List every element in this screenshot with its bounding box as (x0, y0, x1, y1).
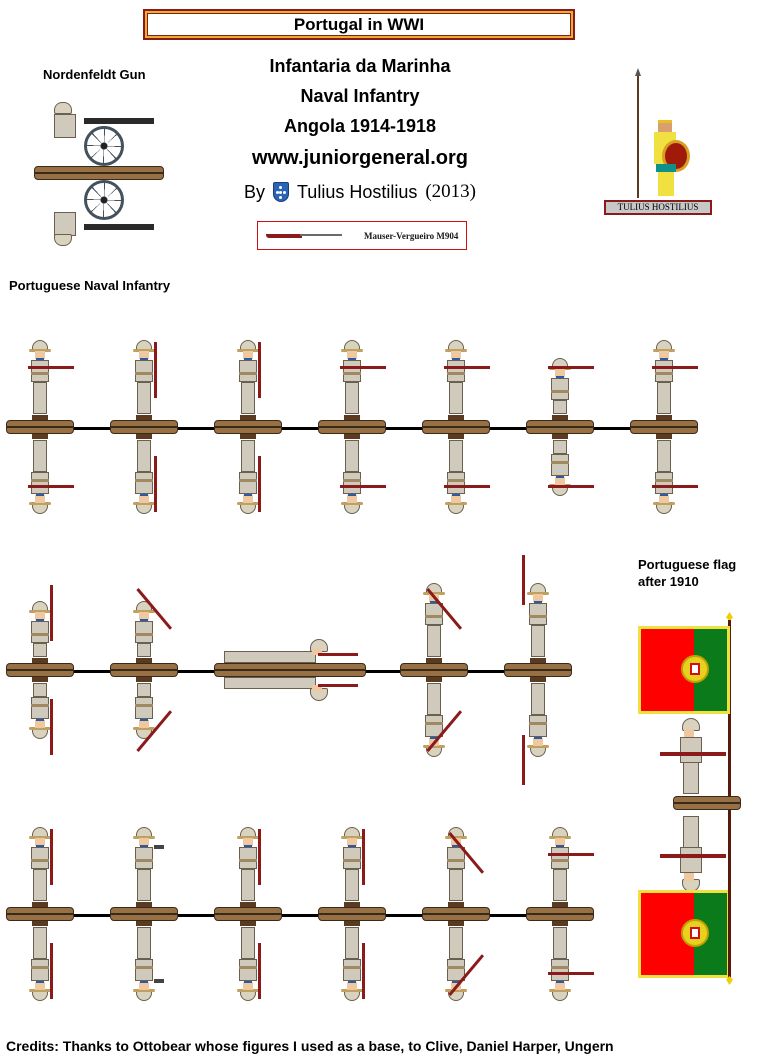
rifle-icon (266, 233, 342, 239)
armillary-sphere-icon (681, 655, 709, 683)
rifle-legend: Mauser-Vergueiro M904 (257, 221, 467, 250)
figure-base (526, 907, 594, 921)
soldier-figure-charging (644, 336, 698, 420)
soldier-figure-shoulder-arms-reflected (124, 434, 164, 518)
figure-base (110, 663, 178, 677)
soldier-figure-aiming-standing-reflected (20, 434, 74, 518)
soldier-figure-rifle-raised (518, 555, 558, 663)
soldier-figure-slope-arms (436, 823, 485, 907)
flag-label-line-1: Portuguese flag (638, 557, 737, 572)
figure-base (318, 420, 386, 434)
soldier-figure-kneeling-aiming (540, 336, 594, 420)
flag-finial-top-icon (726, 612, 733, 621)
figure-base (6, 663, 74, 677)
flag-bearer-figure-reflected (660, 812, 728, 892)
flag-bearer-base (673, 796, 741, 810)
soldier-figure-bugler-reflected (414, 677, 463, 761)
soldier-figure-port-arms-reflected (436, 434, 490, 518)
figure-base (422, 907, 490, 921)
figure-base (526, 420, 594, 434)
page-title: Portugal in WWI (293, 14, 425, 34)
soldier-figure-advancing-reflected (332, 434, 386, 518)
nordenfeldt-gun-label: Nordenfeldt Gun (43, 67, 146, 82)
soldier-figure-officer-pointing-reflected (228, 921, 268, 1005)
soldier-figure-ready-reflected (540, 921, 594, 1005)
author-year: (2013) (425, 181, 477, 202)
credits-text: Credits: Thanks to Ottobear whose figure… (6, 1038, 614, 1054)
flag-section-label: Portuguese flag after 1910 (638, 556, 736, 590)
soldier-figure-advancing (332, 336, 386, 420)
author-badge-plate: TULIUS HOSTILIUS (604, 200, 712, 215)
soldier-figure-kneeling-rifle-upright (20, 579, 60, 663)
soldier-figure-kneeling-rifle-diagonal-reflected (124, 677, 173, 761)
author-line: By Tulius Hostilius (2013) (200, 181, 520, 203)
flag-label-line-2: after 1910 (638, 574, 699, 589)
soldier-figure-bugler (414, 579, 463, 663)
flag-pole (728, 620, 731, 882)
soldier-figure-raised-fist-reflected (228, 434, 268, 518)
soldier-figure-ready (540, 823, 594, 907)
figure-base (318, 907, 386, 921)
figure-base (110, 420, 178, 434)
soldier-figure-port-arms (436, 336, 490, 420)
soldier-figure-attention (20, 823, 60, 907)
row-3-fold-line (6, 914, 594, 917)
figure-base (214, 907, 282, 921)
soldier-figure-kneeling-rifle-diagonal (124, 579, 173, 663)
soldier-figure-charging-reflected (644, 434, 698, 518)
by-label: By (243, 181, 265, 202)
subtitle-portuguese: Infantaria da Marinha (269, 56, 451, 76)
portuguese-shield-icon (272, 182, 289, 202)
portuguese-flag-bottom (638, 890, 730, 978)
figure-base (422, 420, 490, 434)
figure-base (504, 663, 572, 677)
infantry-section-label: Portuguese Naval Infantry (9, 278, 171, 293)
soldier-figure-officer-pistol (124, 823, 164, 907)
portuguese-flag-top (638, 626, 730, 714)
soldier-figure-prone-aiming (224, 633, 358, 663)
soldier-figure-officer-pointing (228, 823, 268, 907)
spearman-icon (604, 68, 712, 200)
soldier-figure-prone-aiming-reflected (224, 677, 358, 707)
author-name: Tulius Hostilius (296, 181, 418, 202)
soldier-figure-kneeling-aiming-reflected (540, 434, 594, 518)
soldier-figure-raised-fist (228, 336, 268, 420)
soldier-figure-shoulder-arms (124, 336, 164, 420)
soldier-figure-slope-arms-reflected (436, 921, 485, 1005)
figure-base (400, 663, 468, 677)
theater-years: Angola 1914-1918 (283, 116, 437, 136)
soldier-figure-greatcoat-reflected (332, 921, 372, 1005)
flag-bearer-figure (660, 718, 728, 798)
soldier-figure-attention-reflected (20, 921, 60, 1005)
figure-base (214, 663, 366, 677)
soldier-figure-greatcoat (332, 823, 372, 907)
flag-pole-lower (728, 882, 731, 978)
soldier-figure-officer-pistol-reflected (124, 921, 164, 1005)
subtitle-english: Naval Infantry (300, 86, 420, 106)
figure-base (6, 907, 74, 921)
website-link[interactable]: www.juniorgeneral.org (252, 147, 468, 169)
figure-base (6, 420, 74, 434)
page-title-box: Portugal in WWI (143, 9, 575, 40)
rifle-legend-label: Mauser-Vergueiro M904 (364, 230, 459, 241)
figure-base (214, 420, 282, 434)
figure-base (630, 420, 698, 434)
figure-base (110, 907, 178, 921)
soldier-figure-rifle-raised-reflected (518, 677, 558, 785)
armillary-sphere-icon (681, 919, 709, 947)
soldier-figure-aiming-standing (20, 336, 74, 420)
machine-gun-icon (34, 96, 164, 246)
soldier-figure-kneeling-rifle-upright-reflected (20, 677, 60, 761)
